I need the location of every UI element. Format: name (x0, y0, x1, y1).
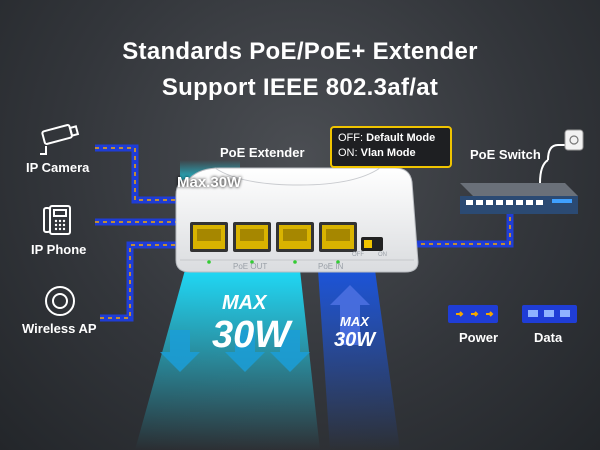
mode-info-box: OFF: Default Mode ON: Vlan Mode (330, 126, 452, 168)
rj45-port-2 (233, 222, 271, 252)
power-in-value: 30W (334, 329, 376, 351)
device-label-poe-switch: PoE Switch (470, 147, 541, 162)
legend-power-swatch (448, 305, 498, 323)
legend-data-swatch (522, 305, 577, 323)
switch-label-on: ON (378, 252, 387, 258)
port-label-poe-in: PoE IN (318, 262, 344, 271)
mode-on-value: Vlan Mode (360, 147, 416, 159)
power-in-beam (318, 270, 400, 450)
ip-phone-icon (43, 205, 71, 235)
title-line-2: Support IEEE 802.3af/at (161, 74, 439, 101)
cable-ip-camera (95, 144, 180, 204)
mode-off-value: Default Mode (366, 132, 436, 144)
device-label-wireless-ap: Wireless AP (22, 321, 97, 336)
cable-wireless-ap (100, 241, 180, 322)
switch-label-off: OFF (352, 252, 364, 258)
down-arrows (160, 330, 310, 372)
device-label-poe-extender: PoE Extender (220, 145, 305, 160)
mode-switch (361, 237, 383, 251)
power-out-max-label: MAX (222, 292, 267, 314)
extender-max-badge: Max.30W (177, 174, 242, 191)
mode-on-key: ON: (338, 147, 358, 159)
title-line-1: Standards PoE/PoE+ Extender (122, 38, 478, 65)
legend-label-data: Data (534, 330, 563, 345)
ip-camera-icon (40, 124, 80, 155)
wireless-ap-icon (45, 286, 75, 316)
port-label-poe-out: PoE OUT (233, 262, 268, 271)
mode-off-key: OFF: (338, 132, 364, 144)
cable-poe-switch (413, 205, 514, 248)
status-leds (207, 260, 340, 264)
device-label-ip-camera: IP Camera (26, 160, 90, 175)
power-out-value: 30W (212, 314, 291, 356)
poe-switch-device (460, 183, 578, 214)
power-plug-icon (539, 129, 584, 184)
up-arrow (330, 285, 370, 345)
rj45-port-1 (190, 222, 228, 252)
power-in-max-label: MAX (340, 314, 369, 329)
rj45-port-3 (276, 222, 314, 252)
legend-label-power: Power (459, 330, 499, 345)
device-label-ip-phone: IP Phone (31, 242, 87, 257)
rj45-port-4 (319, 222, 357, 252)
